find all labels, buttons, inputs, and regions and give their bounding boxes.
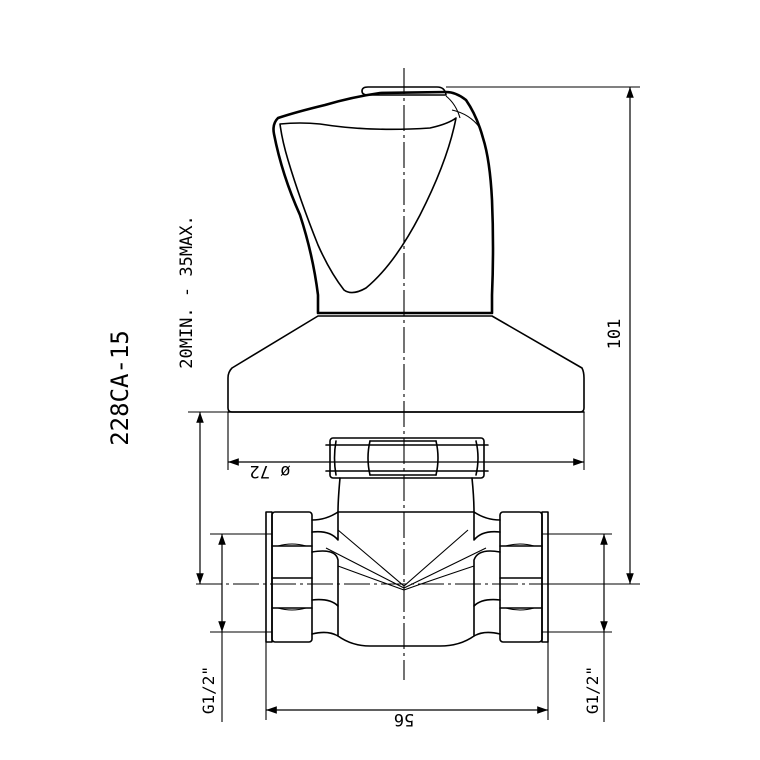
hex-nut — [325, 437, 489, 479]
thread-left-label: G1/2" — [199, 666, 218, 714]
valve-body — [265, 477, 549, 647]
dimension-wall-depth — [188, 411, 228, 584]
height-dimension-label: 101 — [605, 319, 625, 350]
dimension-thread-left — [210, 533, 272, 722]
wall-depth-range-label: 20MIN. - 35MAX. — [177, 215, 197, 369]
rosette-cover — [227, 315, 585, 413]
dimension-thread-right — [542, 533, 612, 722]
center-lines — [196, 68, 618, 680]
dimension-body-width — [265, 642, 549, 720]
body-width-label: 56 — [394, 709, 414, 729]
rosette-diameter-label: ø 72 — [250, 461, 291, 481]
thread-right-label: G1/2" — [583, 666, 602, 714]
dimension-rosette-diameter — [227, 412, 585, 470]
model-code-label: 228CA-15 — [106, 330, 134, 446]
valve-handle — [272, 86, 495, 315]
dimension-height — [446, 86, 640, 585]
